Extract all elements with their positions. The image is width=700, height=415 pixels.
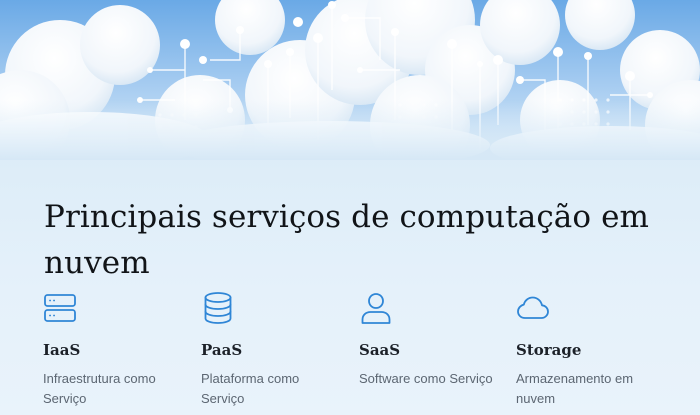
- service-description: Armazenamento em nuvem: [516, 371, 634, 406]
- service-description: Software como Serviço: [359, 371, 493, 386]
- page-title: Principais serviços de computação em nuv…: [44, 199, 650, 281]
- main-content: Principais serviços de computação em nuv…: [0, 160, 700, 415]
- service-description: Infraestrutura como Serviço: [43, 371, 156, 406]
- service-paas: PaaS Plataforma como Serviço: [201, 291, 341, 406]
- server-icon: [44, 294, 76, 322]
- service-description: Plataforma como Serviço: [201, 371, 300, 406]
- hero-banner: [0, 0, 700, 160]
- service-storage: Storage Armazenamento em nuvem: [516, 291, 656, 406]
- service-name: PaaS: [201, 341, 243, 359]
- service-saas: SaaS Software como Serviço: [359, 291, 499, 386]
- user-icon: [361, 293, 391, 324]
- cloud-icon: [517, 296, 549, 319]
- database-icon: [204, 292, 232, 324]
- service-iaas: IaaS Infraestrutura como Serviço: [43, 291, 183, 406]
- service-name: IaaS: [43, 341, 81, 359]
- service-name: Storage: [516, 341, 582, 359]
- cloud-circuit-illustration: [0, 0, 700, 160]
- service-name: SaaS: [359, 341, 401, 359]
